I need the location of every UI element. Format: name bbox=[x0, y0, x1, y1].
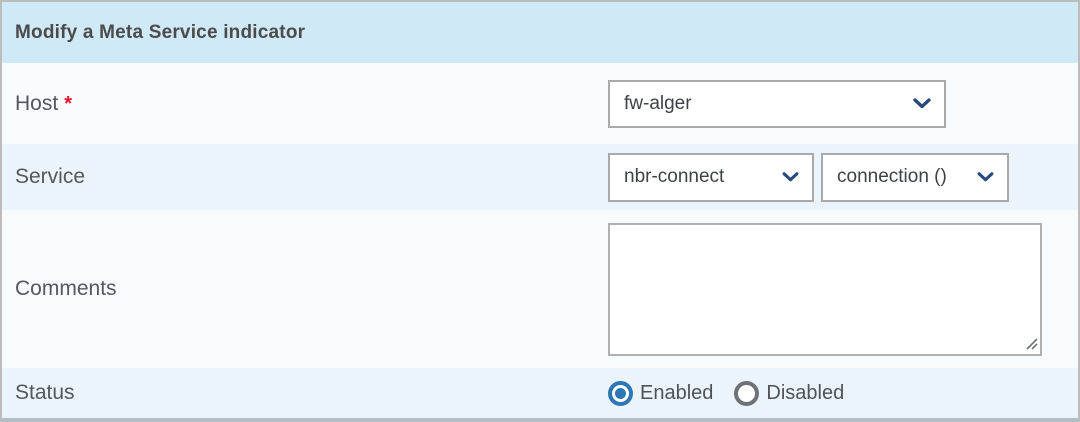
service-metric-select-value: connection () bbox=[837, 166, 947, 187]
radio-icon bbox=[734, 380, 760, 406]
status-row: Status Enabled Disabled bbox=[2, 368, 1078, 418]
chevron-down-icon bbox=[913, 98, 931, 109]
status-option-disabled[interactable]: Disabled bbox=[734, 380, 845, 406]
status-label: Status bbox=[15, 381, 75, 404]
service-select-value: nbr-connect bbox=[624, 166, 725, 187]
chevron-down-icon bbox=[782, 172, 799, 182]
service-metric-select[interactable]: connection () bbox=[821, 152, 1009, 202]
host-select-value: fw-alger bbox=[624, 92, 692, 114]
comments-textarea[interactable] bbox=[608, 222, 1042, 356]
comments-row: Comments bbox=[2, 210, 1078, 368]
chevron-down-icon bbox=[977, 172, 994, 182]
page-title: Modify a Meta Service indicator bbox=[15, 21, 306, 43]
host-label: Host* bbox=[15, 91, 72, 115]
service-select[interactable]: nbr-connect bbox=[608, 152, 814, 202]
form-title-bar: Modify a Meta Service indicator bbox=[2, 2, 1078, 63]
radio-icon bbox=[608, 380, 633, 406]
service-label: Service bbox=[15, 165, 86, 188]
required-asterisk: * bbox=[64, 92, 72, 115]
service-row: Service nbr-connect connection () bbox=[2, 144, 1078, 210]
status-option-enabled-label: Enabled bbox=[640, 381, 714, 404]
status-option-disabled-label: Disabled bbox=[766, 381, 845, 404]
host-select[interactable]: fw-alger bbox=[608, 79, 946, 128]
comments-label: Comments bbox=[15, 277, 117, 300]
status-option-enabled[interactable]: Enabled bbox=[608, 380, 714, 406]
host-row: Host* fw-alger bbox=[2, 63, 1078, 144]
